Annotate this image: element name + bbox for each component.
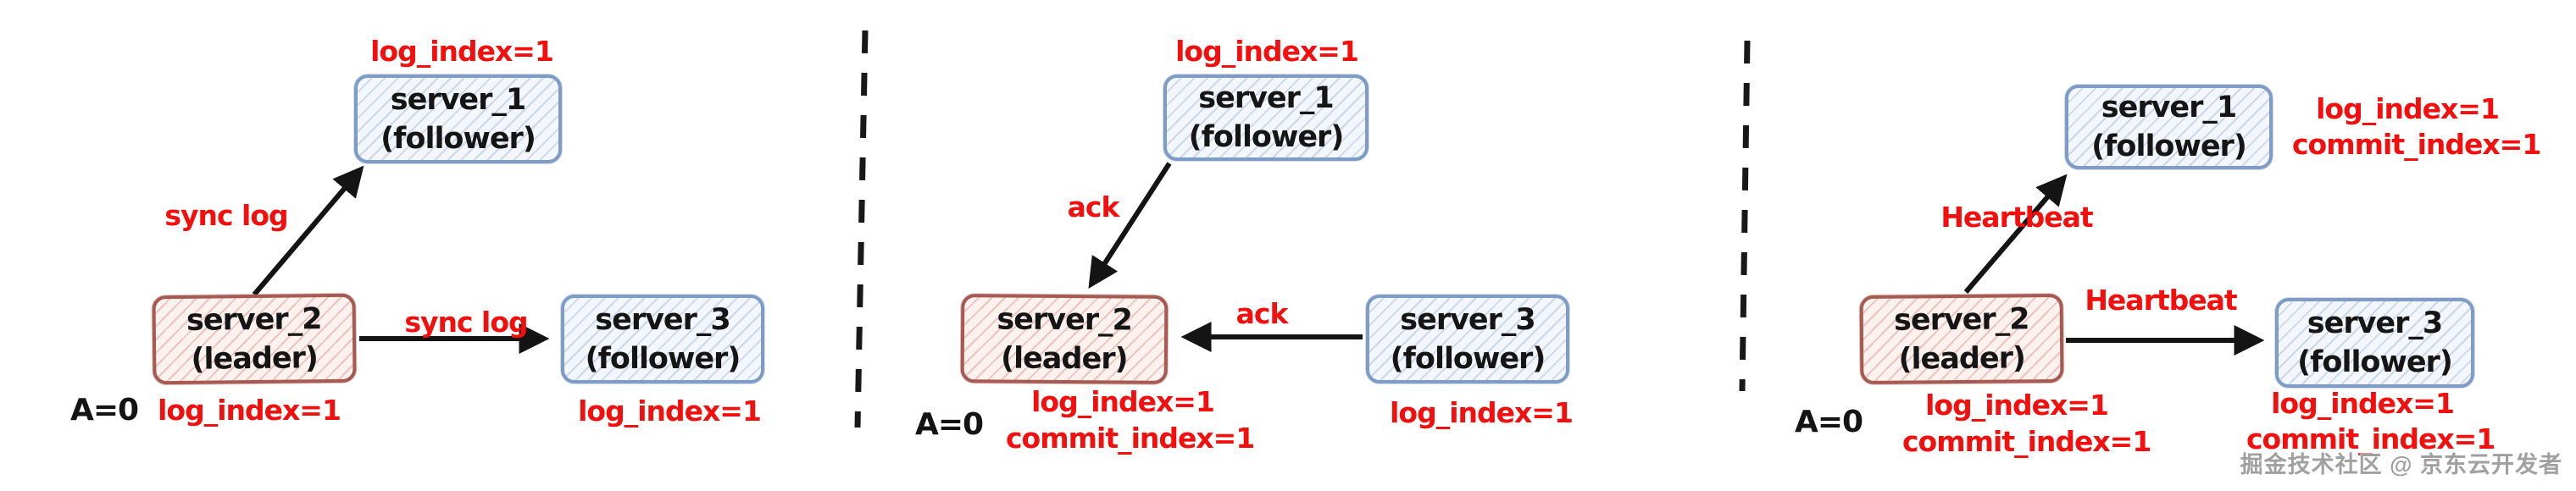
panel-separator-2	[1739, 40, 1751, 392]
panel3-server2-commit-index-label: commit_index=1	[1902, 425, 2151, 458]
panel1-server1-log-index-label: log_index=1	[370, 35, 554, 68]
panel3-server2-name: server_2	[1893, 301, 2029, 338]
panel3-server3-commit-index-label: commit_index=1	[2246, 422, 2496, 455]
panel2-server1-role: (follower)	[1188, 120, 1345, 154]
panel2-server2-log-index-label: log_index=1	[1031, 385, 1215, 418]
panel2-server2-node: server_2 (leader)	[960, 294, 1169, 384]
panel3-a-value-label: A=0	[1794, 405, 1863, 439]
panel3-server3-name: server_3	[2307, 306, 2443, 340]
panel3-server3-log-index-label: log_index=1	[2271, 387, 2455, 420]
panel2-server3-name: server_3	[1400, 302, 1535, 337]
panel3-server1-commit-index-label: commit_index=1	[2292, 128, 2541, 161]
panel1-server2-name: server_2	[186, 301, 322, 338]
panel3-server1-role: (follower)	[2091, 130, 2247, 163]
ack-arrow-server1-to-server2	[1088, 162, 1172, 290]
panel1-server2-role: (leader)	[191, 340, 319, 377]
panel2-server3-role: (follower)	[1390, 341, 1546, 376]
panel3-server2-role: (leader)	[1898, 340, 2026, 377]
panel1-server1-role: (follower)	[380, 121, 536, 156]
panel3-server2-log-index-label: log_index=1	[1925, 389, 2109, 422]
sync-log-arrow-server2-to-server1	[252, 165, 364, 296]
panel1-server2-node: server_2 (leader)	[152, 293, 357, 385]
site-watermark: 掘金技术社区 @ 京东云开发者	[2240, 452, 2562, 477]
panel2-server1-name: server_1	[1198, 81, 1334, 115]
panel2-server1-node: server_1 (follower)	[1163, 74, 1368, 161]
panel2-server1-log-index-label: log_index=1	[1175, 35, 1359, 68]
panel-separator-1	[854, 30, 869, 428]
panel3-server1-name: server_1	[2101, 91, 2237, 124]
panel1-server1-node: server_1 (follower)	[354, 74, 562, 163]
panel2-a-value-label: A=0	[914, 407, 984, 442]
panel2-server2-commit-index-label: commit_index=1	[1006, 422, 1255, 455]
panel3-server1-log-index-label: log_index=1	[2316, 92, 2500, 125]
panel3-server2-node: server_2 (leader)	[1859, 293, 2064, 385]
panel3-heartbeat-label-2: Heartbeat	[2085, 284, 2237, 317]
panel1-server1-name: server_1	[390, 82, 526, 117]
panel2-ack-label-2: ack	[1235, 297, 1289, 330]
panel1-sync-log-label-1: sync log	[164, 199, 288, 232]
panel3-heartbeat-label-1: Heartbeat	[1940, 201, 2093, 234]
panel2-ack-label-1: ack	[1067, 190, 1120, 223]
panel2-server3-log-index-label: log_index=1	[1390, 396, 1574, 429]
panel3-server1-node: server_1 (follower)	[2065, 85, 2273, 169]
panel3-server3-node: server_3 (follower)	[2275, 298, 2474, 388]
panel1-server2-log-index-label: log_index=1	[158, 394, 341, 427]
panel2-server2-name: server_2	[997, 301, 1133, 338]
panel2-server2-role: (leader)	[1000, 340, 1128, 377]
panel1-server3-node: server_3 (follower)	[561, 295, 764, 383]
heartbeat-arrow-server2-to-server1	[1963, 174, 2068, 294]
panel1-server3-log-index-label: log_index=1	[578, 394, 762, 428]
panel1-a-value-label: A=0	[69, 393, 139, 428]
panel1-server3-name: server_3	[595, 302, 730, 337]
panel3-server3-role: (follower)	[2297, 345, 2453, 379]
panel1-server3-role: (follower)	[585, 341, 741, 376]
panel2-server3-node: server_3 (follower)	[1366, 295, 1569, 383]
panel1-sync-log-label-2: sync log	[404, 306, 528, 339]
